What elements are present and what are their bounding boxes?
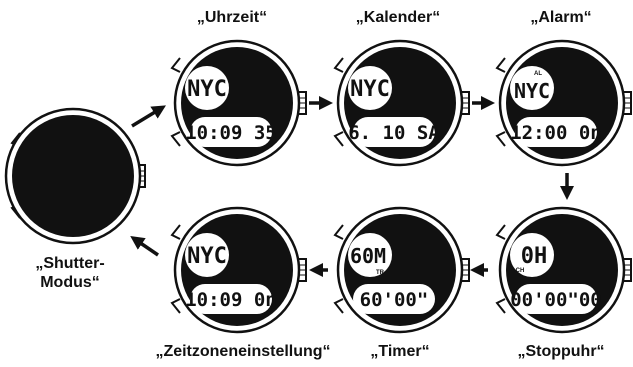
watch-stoppuhr-top-display: 0H xyxy=(521,244,548,269)
watch-uhrzeit-top-display: NYC xyxy=(187,77,227,102)
watch-kalender: NYC 6. 10 SA xyxy=(333,39,470,167)
arrow-shutter-to-uhrzeit xyxy=(131,105,166,128)
watch-alarm-top-display: NYC xyxy=(514,79,550,103)
watch-stoppuhr-bottom-display: 00'00"00 xyxy=(510,289,602,311)
label-alarm: „Alarm“ xyxy=(530,9,591,26)
label-uhrzeit: „Uhrzeit“ xyxy=(197,9,267,26)
watch-uhrzeit-bottom-display: 10:09 35 xyxy=(185,122,277,144)
label-zeitzoneneinstellung: „Zeitzoneneinstellung“ xyxy=(155,343,330,360)
watch-alarm-bottom-display: 12:00 0n xyxy=(510,122,602,144)
watch-timer-top-display: 60M xyxy=(350,244,386,268)
watch-shutter xyxy=(4,107,146,245)
watch-zeitzone-top-display: NYC xyxy=(187,244,227,269)
watch-timer-indicator: TR xyxy=(376,270,385,276)
watch-alarm-indicator: AL xyxy=(534,71,542,77)
watch-kalender-top-display: NYC xyxy=(350,77,390,102)
watch-uhrzeit: NYC 10:09 35 xyxy=(170,39,307,167)
watch-timer-bottom-display: 60'00" xyxy=(360,289,429,311)
watch-timer: 60M TR 60'00" xyxy=(333,206,470,334)
label-stoppuhr: „Stoppuhr“ xyxy=(517,343,604,360)
watch-zeitzone-bottom-display: 10:09 0n xyxy=(185,289,277,311)
watch-stoppuhr-indicator: CH xyxy=(516,268,525,274)
label-timer: „Timer“ xyxy=(370,343,429,360)
arrow-zeitzone-to-shutter xyxy=(130,236,159,257)
watch-zeitzone: NYC 10:09 0n xyxy=(170,206,307,334)
label-shutter-line2: Modus“ xyxy=(40,274,100,291)
label-shutter-line1: „Shutter- xyxy=(35,255,104,272)
label-kalender: „Kalender“ xyxy=(356,9,440,26)
watch-kalender-bottom-display: 6. 10 SA xyxy=(348,122,440,144)
watch-stoppuhr: 0H CH 00'00"00 xyxy=(495,206,632,334)
watch-alarm: AL NYC 12:00 0n xyxy=(495,39,632,167)
